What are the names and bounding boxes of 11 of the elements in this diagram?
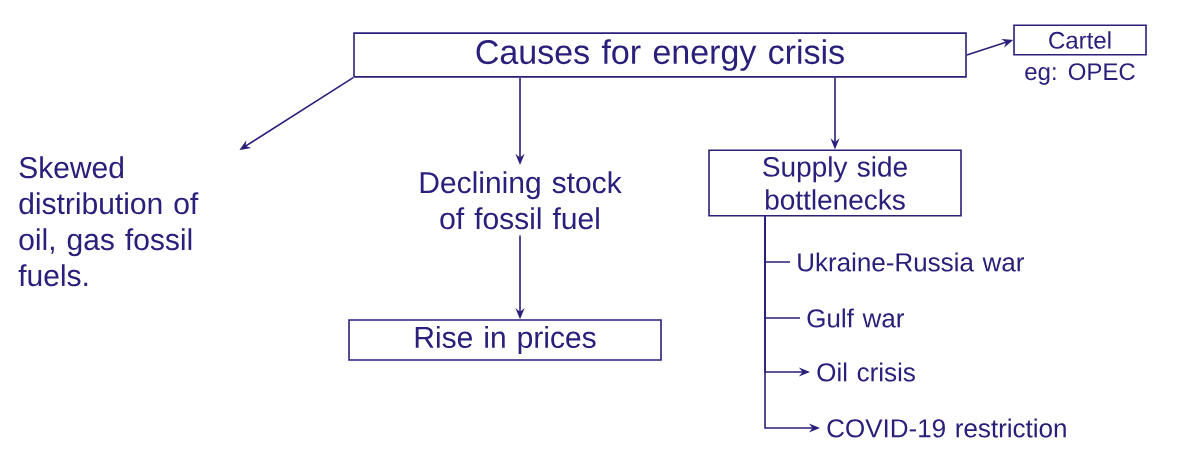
node-caption: eg: OPEC (1025, 63, 1135, 85)
note-text: Skewed distribution of oil, gas fossil fuels. (18, 156, 199, 287)
list-item: Gulf war (807, 308, 904, 328)
title-box: Causes for energy crisis (353, 32, 967, 78)
list-item: COVID-19 restriction (827, 418, 1066, 438)
process-box: Supply side bottlenecks (708, 149, 962, 217)
note-text: Declining stock of fossil fuel (420, 171, 622, 230)
list-item: Oil crisis (817, 362, 915, 382)
process-box: Cartel (1013, 24, 1147, 56)
process-box: Rise in prices (348, 319, 662, 361)
list-item: Ukraine-Russia war (798, 252, 1024, 272)
